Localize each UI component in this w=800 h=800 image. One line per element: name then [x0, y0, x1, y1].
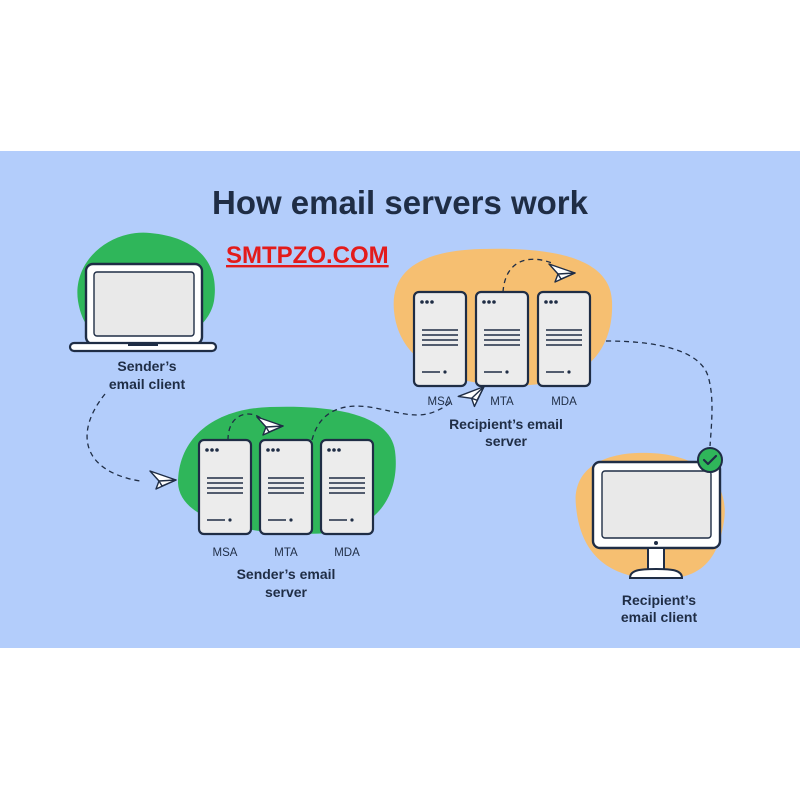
recipient-server-label-line1: Recipient’s email: [449, 416, 563, 432]
check-badge-icon: [697, 447, 723, 473]
sender-unit-msa: MSA: [213, 547, 238, 559]
watermark-text: SMTPZO.COM: [226, 242, 389, 269]
recipient-client-label-line1: Recipient’s: [622, 592, 696, 608]
monitor-icon: [591, 460, 722, 579]
laptop-icon: [68, 262, 218, 353]
server-rack-icon: [474, 290, 530, 388]
recipient-email-server: MSA MTA MDA Recipient’s email server: [393, 248, 613, 449]
server-rack-icon: [258, 438, 314, 536]
flow-sender-msa-to-mta: [227, 413, 263, 441]
flow-recipient-mda-to-client: [605, 340, 713, 447]
server-rack-icon: [197, 438, 253, 536]
recipient-unit-mta: MTA: [490, 396, 514, 408]
sender-email-server: MSA MTA MDA Sender’s email server: [178, 406, 396, 600]
sender-unit-mda: MDA: [334, 547, 360, 559]
sender-client-label-line2: email client: [109, 376, 186, 392]
recipient-server-label-line2: server: [485, 433, 528, 449]
recipient-email-client: Recipient’s email client: [575, 447, 725, 625]
email-flow-diagram: How email servers work SMTPZO.COM Sender…: [68, 184, 725, 625]
sender-client-label-line1: Sender’s: [117, 358, 176, 374]
flow-client-to-sender-msa: [86, 393, 141, 482]
sender-server-label-line1: Sender’s email: [237, 566, 336, 582]
flow-sender-mta-to-recipient-msa: [311, 402, 451, 441]
page-title: How email servers work: [212, 184, 589, 221]
sender-unit-mta: MTA: [274, 547, 298, 559]
sender-email-client: Sender’s email client: [68, 232, 218, 392]
recipient-unit-msa: MSA: [428, 396, 453, 408]
recipient-client-label-line2: email client: [621, 609, 698, 625]
recipient-unit-mda: MDA: [551, 396, 577, 408]
paper-plane-icon: [149, 470, 177, 490]
server-rack-icon: [319, 438, 375, 536]
server-rack-icon: [412, 290, 468, 388]
sender-server-label-line2: server: [265, 584, 308, 600]
server-rack-icon: [536, 290, 592, 388]
